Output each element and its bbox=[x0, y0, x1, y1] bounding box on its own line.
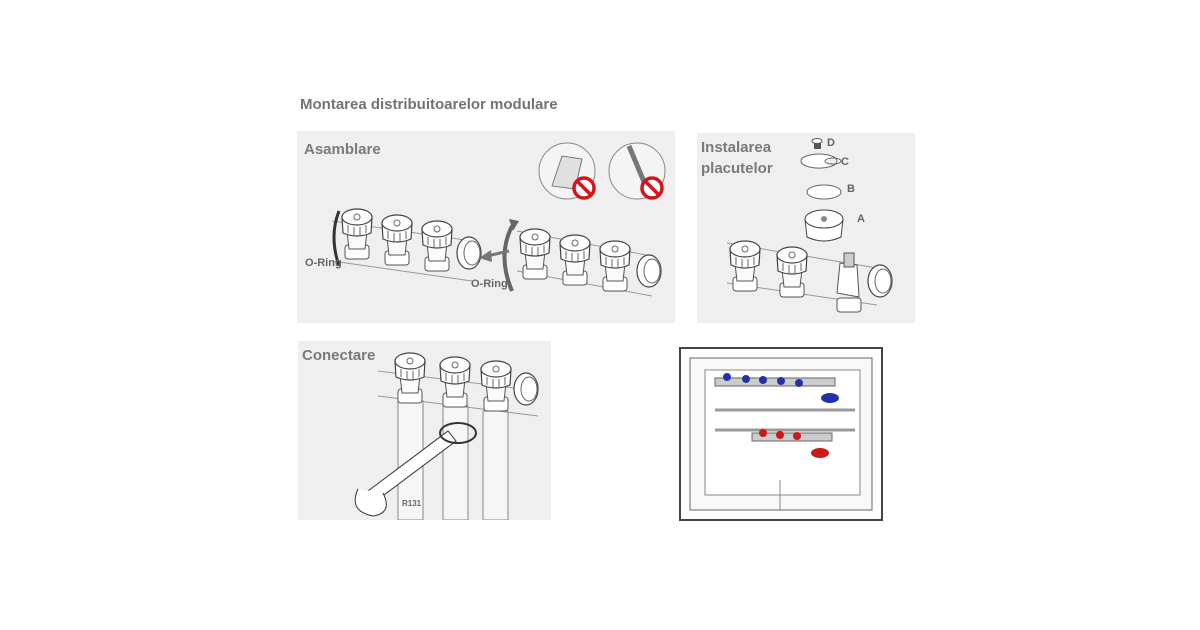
oring-label-right: O-Ring bbox=[471, 278, 508, 290]
part-c-ring bbox=[800, 153, 842, 169]
part-d-screw bbox=[811, 138, 823, 149]
assembly-illustration bbox=[331, 142, 666, 297]
part-label-a: A bbox=[857, 213, 865, 225]
plates-title-line2: placutelor bbox=[701, 160, 773, 177]
part-label-d: D bbox=[827, 137, 835, 149]
wrench-tool bbox=[354, 422, 477, 517]
no-tape-icon bbox=[538, 142, 596, 200]
connect-title: Conectare bbox=[302, 347, 376, 364]
part-b-disc bbox=[806, 184, 842, 200]
plates-title-line1: Instalarea bbox=[701, 139, 772, 156]
tool-label: R131 bbox=[402, 499, 422, 508]
no-sealant-icon bbox=[608, 142, 666, 200]
plates-panel: Instalarea placutelor D C B A bbox=[697, 133, 915, 323]
assembly-panel: Asamblare O-Ring O-Ring bbox=[297, 131, 675, 323]
connect-illustration bbox=[354, 352, 539, 520]
part-label-b: B bbox=[847, 183, 855, 195]
page-title: Montarea distribuitoarelor modulare bbox=[300, 96, 558, 113]
oring-label-left: O-Ring bbox=[305, 257, 342, 269]
connect-panel: Conectare R131 bbox=[298, 341, 551, 520]
part-a-cap bbox=[804, 209, 844, 242]
cold-manifold bbox=[714, 373, 839, 403]
plates-illustration bbox=[726, 138, 893, 313]
part-label-c: C bbox=[841, 156, 849, 168]
hot-manifold bbox=[751, 429, 833, 458]
assembly-title: Asamblare bbox=[304, 141, 381, 158]
